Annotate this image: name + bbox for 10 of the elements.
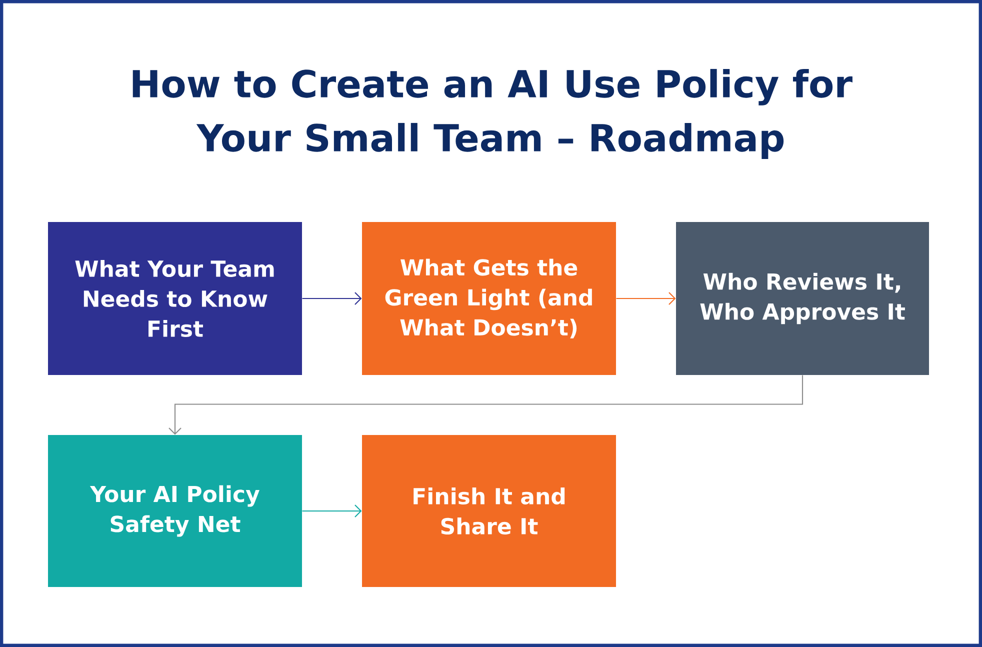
process-box: Who Reviews It, Who Approves It (676, 222, 929, 375)
process-box: Finish It and Share It (362, 435, 616, 587)
process-box: What Your Team Needs to Know First (48, 222, 302, 375)
arrow (168, 375, 804, 435)
process-box: Your AI Policy Safety Net (48, 435, 302, 587)
arrow (302, 292, 362, 305)
arrow (302, 504, 362, 518)
title: How to Create an AI Use Policy for Your Small Team – Roadmap (132, 68, 852, 160)
process-box: What Gets the Green Light (and What Doesn’t) (362, 222, 616, 375)
arrow (616, 292, 676, 305)
